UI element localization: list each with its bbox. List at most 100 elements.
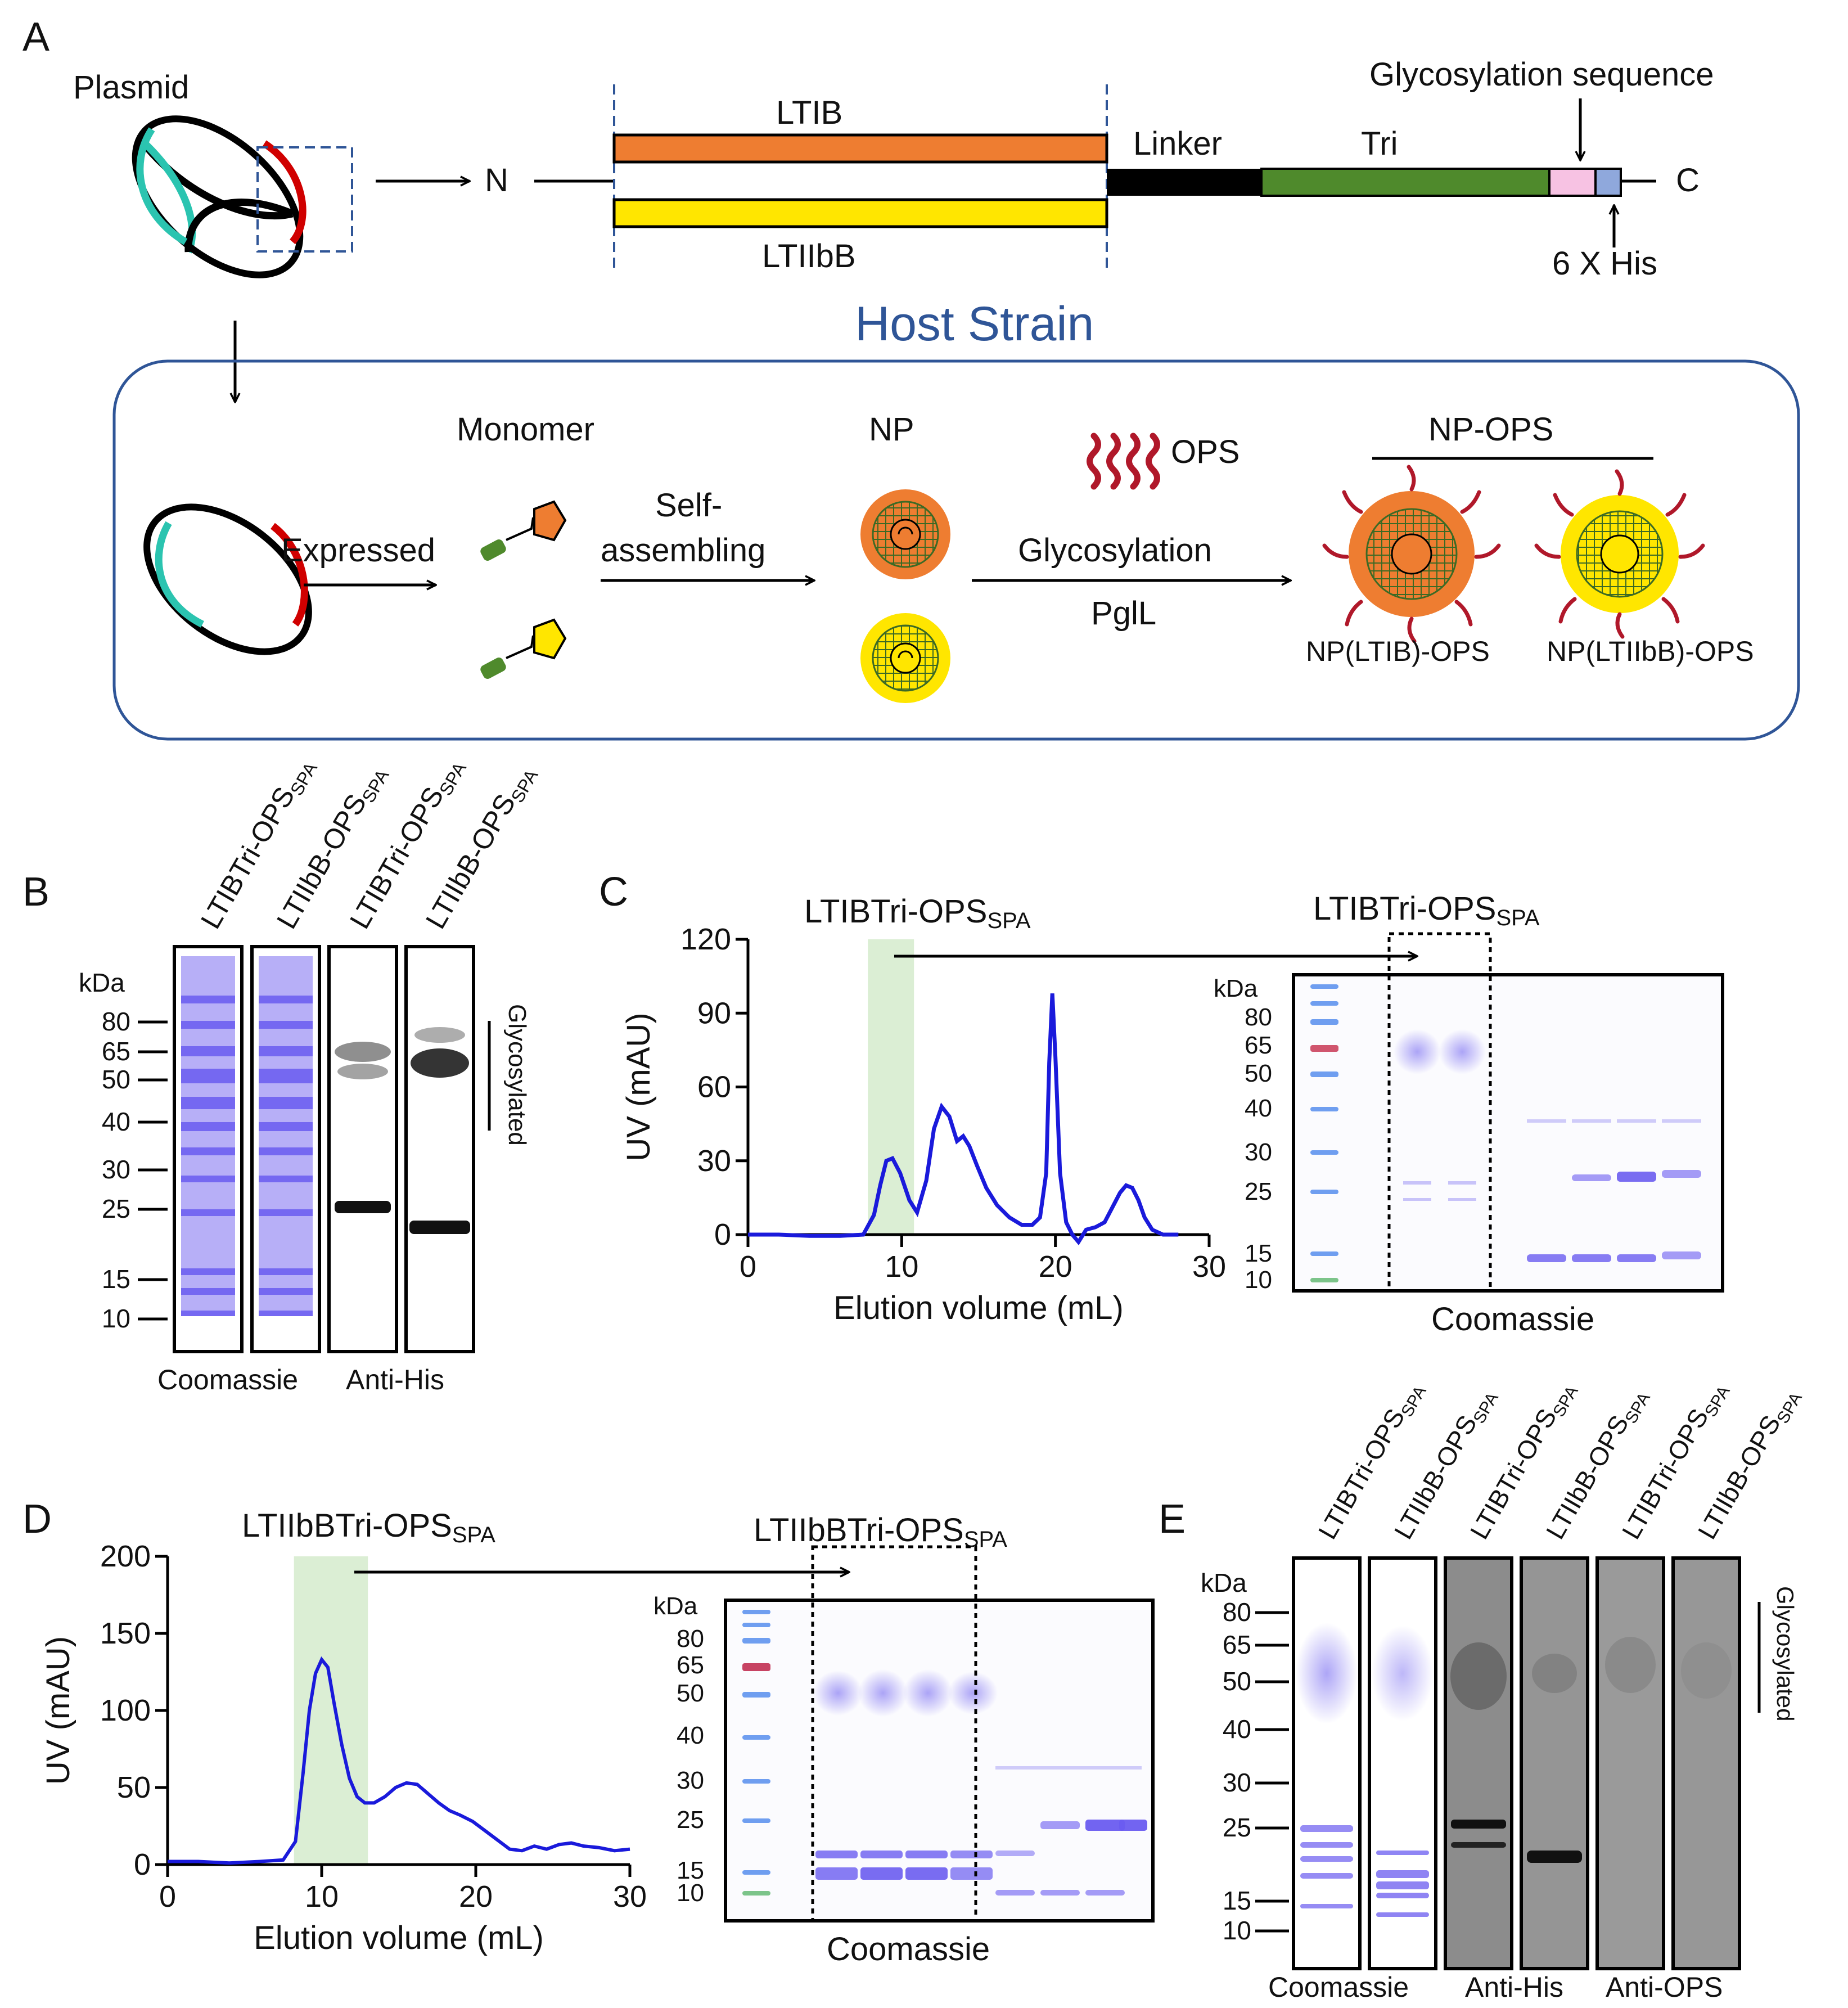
np-ltib bbox=[860, 489, 950, 579]
d-ytick-label: 100 bbox=[100, 1694, 151, 1727]
c-marker-10: 10 bbox=[1245, 1266, 1272, 1294]
host-strain-title: Host Strain bbox=[855, 297, 1094, 351]
e-marker-25: 25 bbox=[1223, 1813, 1251, 1842]
np-ltib-ops bbox=[1322, 465, 1501, 643]
e-antihis-lane-2 bbox=[1520, 1556, 1589, 1970]
plasmid-host-red bbox=[270, 523, 308, 627]
e-coomassie-lane-2 bbox=[1368, 1556, 1437, 1970]
d-marker-50: 50 bbox=[677, 1680, 704, 1707]
c-xtick-label: 10 bbox=[885, 1250, 918, 1284]
monomer-ltiibb bbox=[480, 618, 567, 679]
c-ytick-label: 30 bbox=[697, 1144, 731, 1178]
plasmid-top-teal bbox=[136, 127, 188, 245]
d-peak-label: LTIIbBTri-OPSSPA bbox=[242, 1507, 495, 1547]
e-marker-labels: 80 65 50 40 30 25 15 10 bbox=[1223, 1597, 1251, 1945]
e-coomassie-label: Coomassie bbox=[1268, 1971, 1409, 2003]
panel-a: A Plasmid N LTIB LTIIbB Linker Tri C Gly… bbox=[22, 15, 1800, 741]
monomer-ltib bbox=[480, 500, 567, 561]
d-kda-label: kDa bbox=[653, 1592, 698, 1620]
e-antiops-lane-1 bbox=[1595, 1556, 1665, 1970]
plasmid-top-ring bbox=[132, 115, 304, 278]
b-marker-ticks bbox=[138, 1020, 168, 1321]
b-marker-50: 50 bbox=[102, 1065, 130, 1094]
c-gel-marker-labels: 80 65 50 40 30 25 15 10 bbox=[1245, 1003, 1272, 1294]
his-tag-label: 6 X His bbox=[1552, 245, 1657, 282]
c-coomassie-label: Coomassie bbox=[1431, 1301, 1594, 1338]
d-marker-40: 40 bbox=[677, 1722, 704, 1749]
b-marker-25: 25 bbox=[102, 1194, 130, 1223]
c-peak-label: LTIBTri-OPSSPA bbox=[804, 893, 1031, 933]
plasmid-host-ring bbox=[143, 503, 312, 655]
monomer-label: Monomer bbox=[457, 411, 594, 448]
plasmid-top-red bbox=[262, 140, 307, 245]
ltiibb-label: LTIIbB bbox=[762, 238, 856, 274]
panel-label-b: B bbox=[22, 870, 49, 915]
d-marker-25: 25 bbox=[677, 1806, 704, 1834]
pgll-label: PglL bbox=[1091, 595, 1156, 632]
e-marker-40: 40 bbox=[1223, 1714, 1251, 1744]
c-marker-40: 40 bbox=[1245, 1095, 1272, 1122]
b-coomassie-lane-2 bbox=[250, 945, 321, 1353]
c-marker-50: 50 bbox=[1245, 1060, 1272, 1087]
d-ytick-label: 150 bbox=[100, 1617, 151, 1650]
glyco-seq-bar bbox=[1548, 168, 1597, 197]
d-ladder bbox=[742, 1610, 770, 1896]
c-xlabel: Elution volume (mL) bbox=[833, 1290, 1124, 1326]
glycosylation-label: Glycosylation bbox=[1018, 532, 1212, 569]
ops-glyph bbox=[1087, 433, 1160, 490]
c-ytick-label: 90 bbox=[697, 996, 731, 1030]
d-marker-10: 10 bbox=[677, 1879, 704, 1907]
b-coomassie-label: Coomassie bbox=[157, 1364, 298, 1395]
c-ytick-label: 60 bbox=[697, 1070, 731, 1104]
c-selection-box bbox=[1387, 932, 1492, 1293]
c-xtick-label: 20 bbox=[1039, 1250, 1072, 1284]
c-marker-25: 25 bbox=[1245, 1178, 1272, 1205]
panel-label-a: A bbox=[22, 15, 49, 60]
plasmid-top bbox=[137, 137, 294, 254]
c-gel bbox=[1292, 932, 1724, 1293]
b-marker-80: 80 bbox=[102, 1007, 130, 1036]
e-glycosylated-label: Glycosylated bbox=[1772, 1586, 1799, 1721]
b-marker-30: 30 bbox=[102, 1155, 130, 1184]
d-coomassie-label: Coomassie bbox=[827, 1931, 990, 1968]
c-xtick-label: 0 bbox=[740, 1250, 756, 1284]
panel-e-lane-labels: LTIBTri-OPSSPA LTIIbB-OPSSPA LTIBTri-OPS… bbox=[1313, 1383, 1806, 1544]
panel-label-e: E bbox=[1159, 1497, 1186, 1542]
np-ltiibb-ops-label: NP(LTIIbB)-OPS bbox=[1547, 636, 1754, 667]
e-marker-ticks bbox=[1255, 1611, 1289, 1933]
d-xtick-label: 20 bbox=[459, 1880, 493, 1914]
d-gel-marker-labels: 80 65 50 40 30 25 15 10 bbox=[677, 1625, 704, 1907]
panel-b-lane-labels: LTIBTri-OPSSPA LTIIbB-OPSSPA LTIBTri-OPS… bbox=[195, 759, 542, 934]
c-ytick-label: 0 bbox=[714, 1218, 731, 1251]
tri-label: Tri bbox=[1361, 125, 1398, 162]
e-marker-10: 10 bbox=[1223, 1916, 1251, 1945]
panel-label-c: C bbox=[599, 870, 628, 915]
d-marker-30: 30 bbox=[677, 1767, 704, 1794]
d-trace bbox=[168, 1656, 630, 1865]
b-marker-40: 40 bbox=[102, 1107, 130, 1136]
b-glycosylated-label: Glycosylated bbox=[503, 1004, 531, 1146]
b-antihis-lane-2 bbox=[404, 945, 475, 1353]
d-xtick-label: 0 bbox=[159, 1880, 176, 1914]
e-coomassie-lane-1 bbox=[1292, 1556, 1362, 1970]
e-marker-80: 80 bbox=[1223, 1597, 1251, 1627]
b-antihis-lane-1 bbox=[327, 945, 398, 1353]
np-ops-label: NP-OPS bbox=[1428, 411, 1553, 448]
e-kda-label: kDa bbox=[1201, 1568, 1247, 1597]
c-marker-80: 80 bbox=[1245, 1003, 1272, 1031]
d-gel bbox=[724, 1545, 1155, 1923]
e-antihis-lane-1 bbox=[1444, 1556, 1513, 1970]
c-marker-30: 30 bbox=[1245, 1138, 1272, 1166]
plasmid-label: Plasmid bbox=[73, 69, 189, 106]
np-ltib-ops-label: NP(LTIB)-OPS bbox=[1306, 636, 1490, 667]
b-kda-label: kDa bbox=[79, 968, 125, 997]
d-marker-65: 65 bbox=[677, 1651, 704, 1679]
ltib-bar bbox=[612, 133, 1108, 164]
e-marker-50: 50 bbox=[1223, 1667, 1251, 1696]
np-label: NP bbox=[869, 411, 914, 448]
c-xtick-label: 30 bbox=[1192, 1250, 1226, 1284]
